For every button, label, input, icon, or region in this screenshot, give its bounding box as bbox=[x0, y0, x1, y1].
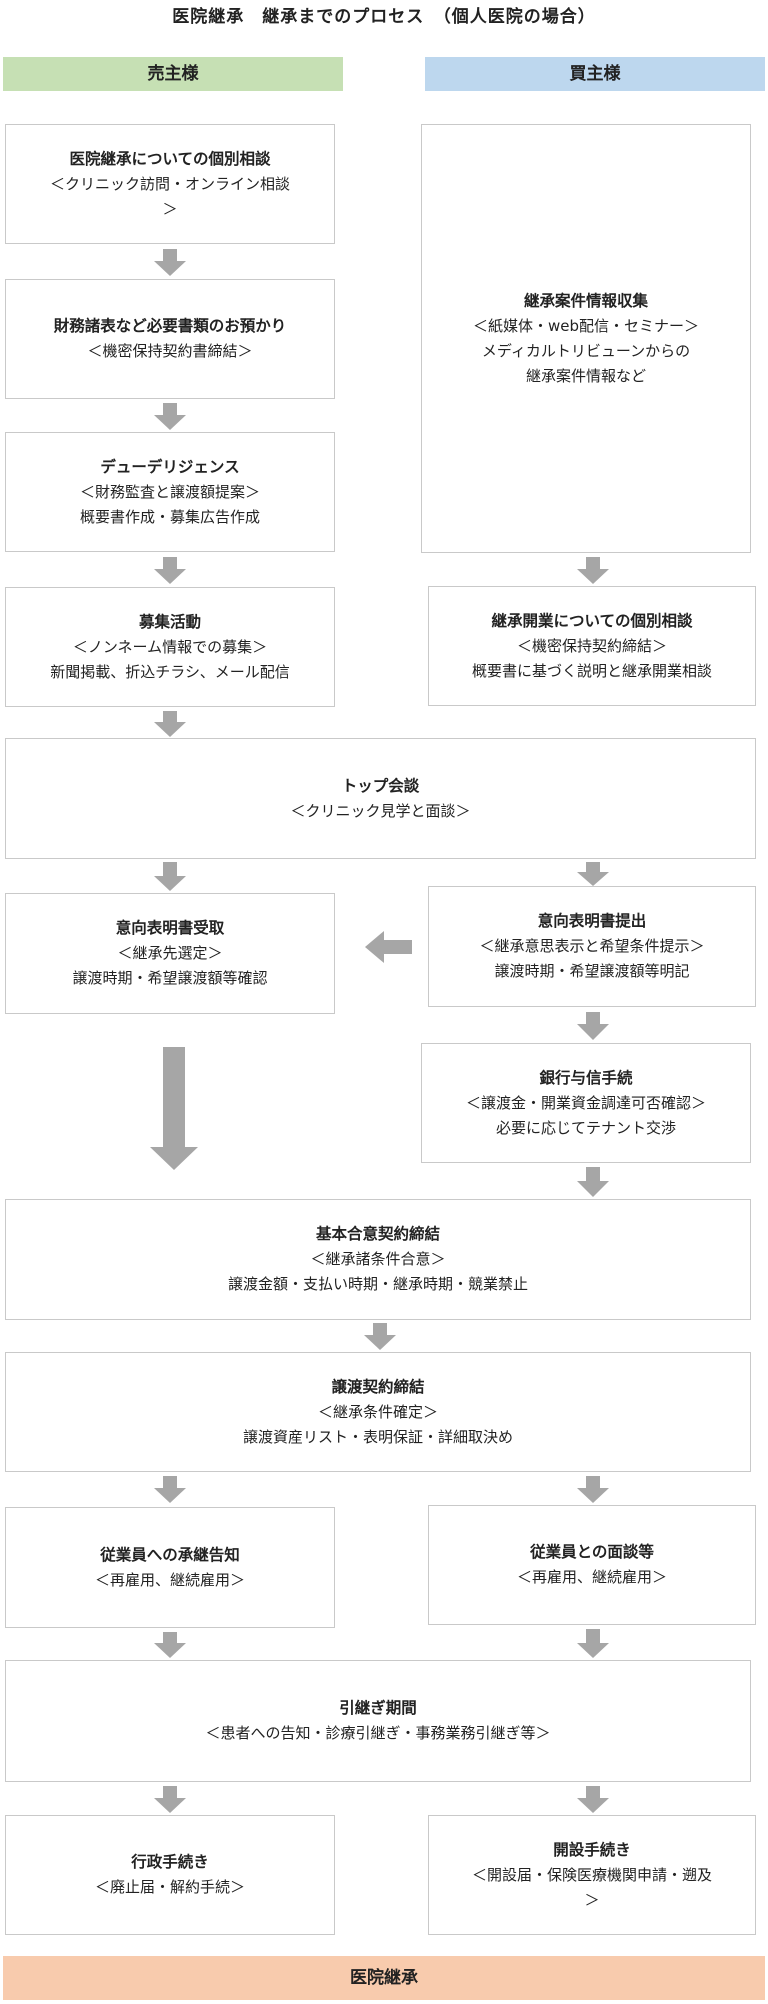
step-line: 概要書に基づく説明と継承開業相談 bbox=[471, 661, 712, 680]
step-line: 新聞掲載、折込チラシ、メール配信 bbox=[50, 662, 290, 681]
arrow-down-icon bbox=[577, 1476, 609, 1503]
arrow-down-icon bbox=[364, 1323, 396, 1350]
step-line: メディカルトリビューンからの bbox=[481, 341, 691, 360]
step-line: 譲渡時期・希望譲渡額等確認 bbox=[72, 969, 268, 987]
arrow-down-icon bbox=[577, 1629, 609, 1658]
step-bank-credit: 銀行与信手続 ＜譲渡金・開業資金調達可否確認＞ 必要に応じてテナント交渉 bbox=[421, 1043, 751, 1163]
arrow-down-icon bbox=[154, 862, 186, 891]
step-heading: 従業員との面談等 bbox=[530, 1543, 654, 1561]
step-line: ＜廃止届・解約手続＞ bbox=[94, 1878, 245, 1896]
step-line: ＜継承先選定＞ bbox=[117, 944, 223, 962]
step-top-meeting: トップ会談 ＜クリニック見学と面談＞ bbox=[5, 738, 756, 859]
step-transfer-contract: 譲渡契約締結 ＜継承条件確定＞ 譲渡資産リスト・表明保証・詳細取決め bbox=[5, 1352, 751, 1472]
arrow-down-icon bbox=[154, 1786, 186, 1813]
arrow-down-icon bbox=[154, 557, 186, 584]
step-heading: 継承案件情報収集 bbox=[523, 291, 648, 310]
step-line: ＜ノンネーム情報での募集＞ bbox=[72, 637, 268, 656]
arrow-left-icon bbox=[365, 931, 412, 963]
buyer-header: 買主様 bbox=[425, 57, 765, 91]
step-line: 譲渡時期・希望譲渡額等明記 bbox=[494, 962, 690, 980]
arrow-down-icon bbox=[154, 1476, 186, 1503]
step-line: ＜継承諸条件合意＞ bbox=[310, 1250, 446, 1268]
arrow-down-icon bbox=[154, 1632, 186, 1658]
step-admin-procedures: 行政手続き ＜廃止届・解約手続＞ bbox=[5, 1815, 335, 1935]
step-handover-period: 引継ぎ期間 ＜患者への告知・診療引継ぎ・事務業務引継ぎ等＞ bbox=[5, 1660, 751, 1782]
step-line: ＜開設届・保険医療機関申請・遡及 bbox=[471, 1865, 712, 1884]
step-heading: 財務諸表など必要書類のお預かり bbox=[53, 317, 287, 335]
step-heading: 開設手続き bbox=[553, 1840, 631, 1859]
step-heading: 従業員への承継告知 bbox=[100, 1545, 240, 1564]
step-heading: 募集活動 bbox=[138, 612, 201, 631]
page-title: 医院継承 継承までのプロセス （個人医院の場合） bbox=[172, 7, 596, 27]
step-line: ＜クリニック見学と面談＞ bbox=[290, 801, 471, 820]
step-opening-procedures: 開設手続き ＜開設届・保険医療機関申請・遡及 ＞ bbox=[428, 1815, 756, 1935]
step-line: 必要に応じてテナント交渉 bbox=[495, 1118, 676, 1137]
step-heading: 継承開業についての個別相談 bbox=[491, 611, 693, 630]
seller-header: 売主様 bbox=[3, 57, 343, 91]
step-line: ＜再雇用、継続雇用＞ bbox=[516, 1568, 667, 1586]
step-buyer-consultation: 継承開業についての個別相談 ＜機密保持契約締結＞ 概要書に基づく説明と継承開業相… bbox=[428, 586, 756, 706]
step-heading: 意向表明書提出 bbox=[537, 912, 647, 930]
arrow-down-icon bbox=[154, 403, 186, 430]
step-heading: 基本合意契約締結 bbox=[315, 1225, 440, 1243]
final-step-succession: 医院継承 bbox=[3, 1956, 765, 2000]
step-seller-documents: 財務諸表など必要書類のお預かり ＜機密保持契約書締結＞ bbox=[5, 279, 335, 399]
arrow-down-icon bbox=[154, 249, 186, 276]
step-submit-loi: 意向表明書提出 ＜継承意思表示と希望条件提示＞ 譲渡時期・希望譲渡額等明記 bbox=[428, 886, 756, 1007]
arrow-down-icon bbox=[150, 1047, 198, 1170]
step-seller-consultation: 医院継承についての個別相談 ＜クリニック訪問・オンライン相談 ＞ bbox=[5, 124, 335, 244]
step-heading: 銀行与信手続 bbox=[539, 1068, 633, 1087]
step-heading: デューデリジェンス bbox=[100, 457, 240, 476]
step-line: ＜紙媒体・web配信・セミナー＞ bbox=[472, 316, 700, 335]
step-line: ＞ bbox=[162, 199, 178, 218]
arrow-down-icon bbox=[577, 1167, 609, 1197]
arrow-down-icon bbox=[577, 862, 609, 886]
arrow-down-icon bbox=[577, 1786, 609, 1813]
step-line: ＜クリニック訪問・オンライン相談 bbox=[49, 174, 290, 193]
step-line: 概要書作成・募集広告作成 bbox=[79, 507, 260, 526]
step-due-diligence: デューデリジェンス ＜財務監査と譲渡額提案＞ 概要書作成・募集広告作成 bbox=[5, 432, 335, 552]
step-line: 継承案件情報など bbox=[525, 366, 646, 385]
step-line: ＜譲渡金・開業資金調達可否確認＞ bbox=[465, 1093, 706, 1112]
step-receive-loi: 意向表明書受取 ＜継承先選定＞ 譲渡時期・希望譲渡額等確認 bbox=[5, 893, 335, 1014]
step-line: ＜患者への告知・診療引継ぎ・事務業務引継ぎ等＞ bbox=[205, 1724, 551, 1742]
step-line: ＜機密保持契約書締結＞ bbox=[87, 342, 253, 360]
step-employee-notice: 従業員への承継告知 ＜再雇用、継続雇用＞ bbox=[5, 1507, 335, 1628]
step-line: ＞ bbox=[584, 1890, 600, 1909]
step-heading: 意向表明書受取 bbox=[115, 919, 225, 937]
step-line: ＜継承意思表示と希望条件提示＞ bbox=[479, 937, 705, 955]
step-recruitment: 募集活動 ＜ノンネーム情報での募集＞ 新聞掲載、折込チラシ、メール配信 bbox=[5, 587, 335, 707]
step-heading: 引継ぎ期間 bbox=[339, 1699, 417, 1717]
step-employee-interview: 従業員との面談等 ＜再雇用、継続雇用＞ bbox=[428, 1505, 756, 1625]
arrow-down-icon bbox=[577, 557, 609, 584]
step-line: ＜財務監査と譲渡額提案＞ bbox=[79, 482, 260, 501]
step-line: ＜機密保持契約締結＞ bbox=[516, 636, 667, 655]
step-line: 譲渡資産リスト・表明保証・詳細取決め bbox=[242, 1427, 513, 1446]
step-line: ＜継承条件確定＞ bbox=[317, 1402, 438, 1421]
step-heading: 医院継承についての個別相談 bbox=[69, 149, 271, 168]
arrow-down-icon bbox=[154, 711, 186, 737]
arrow-down-icon bbox=[577, 1012, 609, 1040]
step-basic-agreement: 基本合意契約締結 ＜継承諸条件合意＞ 譲渡金額・支払い時期・継承時期・競業禁止 bbox=[5, 1199, 751, 1320]
step-line: 譲渡金額・支払い時期・継承時期・競業禁止 bbox=[227, 1275, 528, 1293]
step-line: ＜再雇用、継続雇用＞ bbox=[94, 1570, 245, 1589]
step-heading: 譲渡契約締結 bbox=[331, 1377, 425, 1396]
step-heading: トップ会談 bbox=[341, 776, 420, 795]
step-buyer-info-collection: 継承案件情報収集 ＜紙媒体・web配信・セミナー＞ メディカルトリビューンからの… bbox=[421, 124, 751, 553]
step-heading: 行政手続き bbox=[131, 1853, 209, 1871]
